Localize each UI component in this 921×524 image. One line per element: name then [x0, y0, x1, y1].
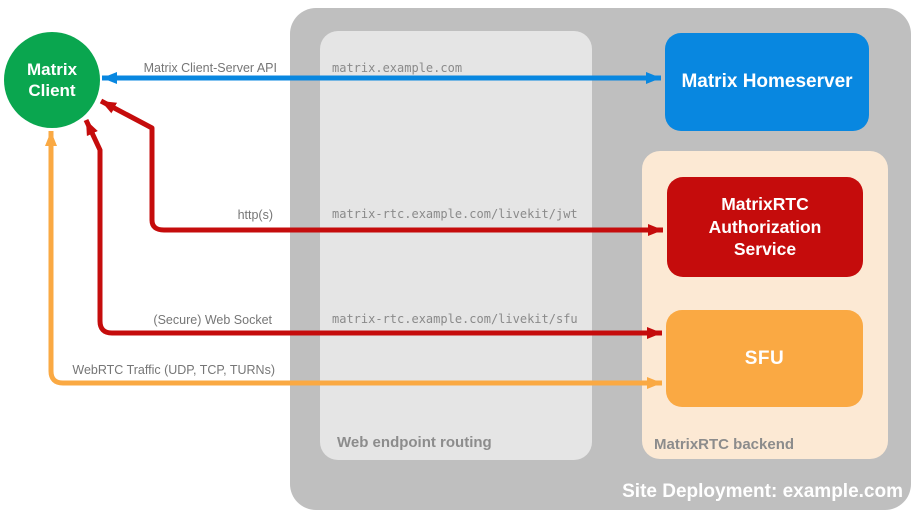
- client-server-api-edge-label: Matrix Client-Server API: [143, 61, 277, 75]
- matrixrtc-backend-label: MatrixRTC backend: [654, 436, 795, 453]
- endpoint-livekit-sfu: matrix-rtc.example.com/livekit/sfu: [332, 312, 578, 326]
- web-endpoint-routing-box: [320, 31, 592, 460]
- matrix-homeserver-node: Matrix Homeserver: [665, 33, 869, 131]
- web-endpoint-routing-label: Web endpoint routing: [337, 434, 492, 451]
- web-socket-edge-label: (Secure) Web Socket: [153, 313, 272, 327]
- matrix-client-node: Matrix Client: [4, 32, 100, 128]
- matrixrtc-authorization-service-node: MatrixRTC Authorization Service: [667, 177, 863, 277]
- sfu-node: SFU: [666, 310, 863, 407]
- webrtc-traffic-edge-label: WebRTC Traffic (UDP, TCP, TURNs): [72, 363, 275, 377]
- endpoint-livekit-jwt: matrix-rtc.example.com/livekit/jwt: [332, 207, 578, 221]
- https-edge-label: http(s): [237, 208, 273, 222]
- site-deployment-label: Site Deployment: example.com: [622, 481, 903, 502]
- endpoint-matrix-example-com: matrix.example.com: [332, 61, 463, 75]
